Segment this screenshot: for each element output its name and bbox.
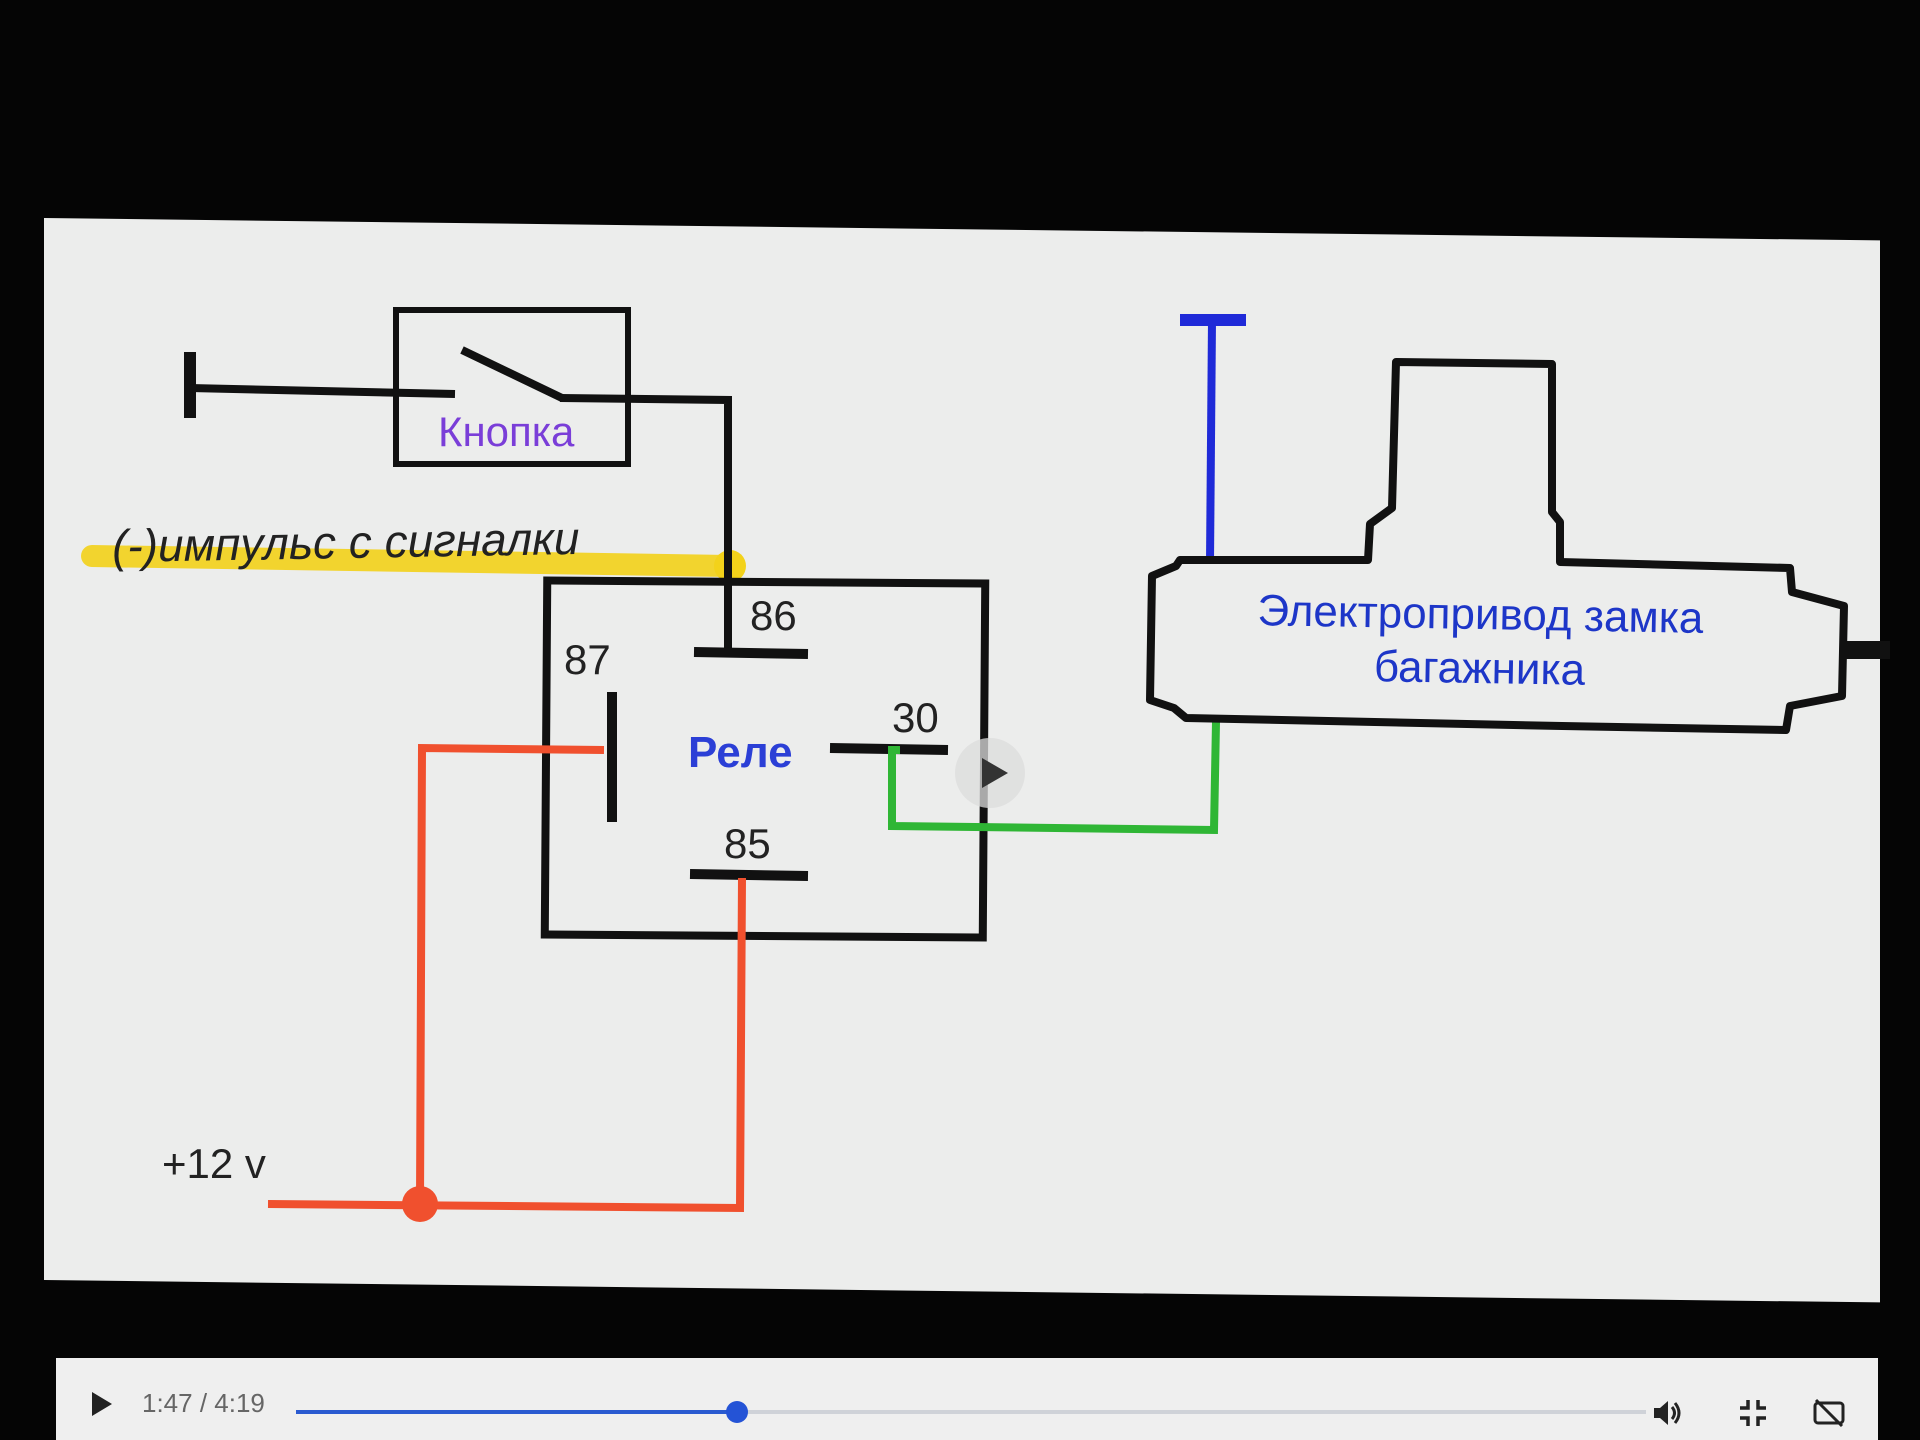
player-controls: 1:47 / 4:19 [56,1358,1878,1440]
impulse-highlight [81,545,741,577]
pin-30-label: 30 [892,694,939,741]
progress-fill [296,1410,738,1414]
progress-handle[interactable] [726,1401,749,1423]
switch-lever [460,346,564,402]
actuator-label-line2: багажника [1373,642,1586,695]
wire-power-main [267,877,746,1213]
power-label: +12 v [162,1140,266,1187]
wire-30-to-actuator [888,721,1220,835]
time-display: 1:47 / 4:19 [142,1388,265,1418]
actuator-label-line1: Электропривод замка [1257,586,1704,643]
pin-85-label: 85 [724,820,771,867]
captions-off-icon[interactable] [1812,1396,1846,1430]
relay-label: Реле [688,728,793,777]
pin-86-label: 86 [750,592,797,639]
actuator-body [1146,358,1848,734]
button-label: Кнопка [438,408,575,455]
volume-icon[interactable] [1650,1396,1684,1430]
relay-pin-86-bar [693,647,809,659]
impulse-label: (-)импульс с сигналки [111,511,580,573]
wire-ground-to-switch [189,384,456,398]
button-box [393,307,631,467]
exit-fullscreen-icon[interactable] [1736,1396,1770,1430]
wire-switch-to-86 [559,394,732,570]
power-junction [402,1186,438,1222]
center-play-button[interactable] [955,738,1025,808]
progress-bar[interactable] [296,1401,1646,1423]
wire-ground-to-actuator [1206,319,1216,563]
pin-87-label: 87 [564,636,611,683]
wire-power-to-87 [416,743,605,1203]
play-icon[interactable] [92,1392,112,1416]
relay-pin-85-bar [689,869,809,881]
actuator-label: Электропривод замка багажника [1189,583,1771,701]
